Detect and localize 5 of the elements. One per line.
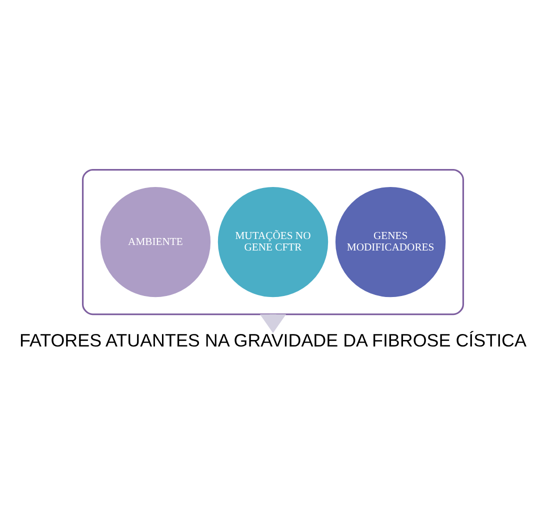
node-circle: GENES MODIFICADORES	[334, 185, 448, 299]
node-circle: MUTAÇÕES NO GENE CFTR	[216, 185, 330, 299]
cluster	[82, 168, 464, 316]
node-text: FATORES ATUANTES NA GRAVIDADE DA FIBROSE CÍSTICA	[19, 330, 527, 351]
node-circle: AMBIENTE	[98, 185, 212, 299]
